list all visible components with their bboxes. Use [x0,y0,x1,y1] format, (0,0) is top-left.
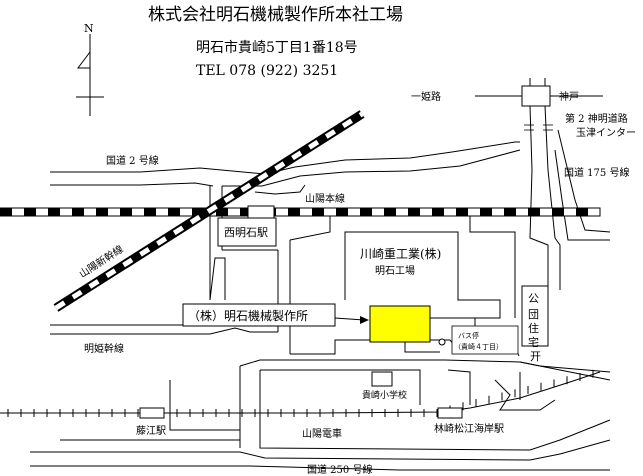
second-shinmei-label: 第 2 神明道路 [565,112,628,125]
bus-stop-name: （貴崎４丁目） [454,342,503,351]
public-housing-label-4: 宅 [528,335,539,349]
fujie-station-icon [139,407,165,419]
route175-label: 国道 175 号線 [564,166,629,179]
public-housing-label-2: 団 [528,308,539,321]
sanyo-dentetsu-railway [0,369,601,417]
rinzaki-station-label: 林崎松江海岸駅 [434,422,504,435]
sanyo-main-label: 山陽本線 [305,192,345,205]
kawasaki-name: 川崎重工業(株) [360,246,441,261]
shrine-icon: 开 [530,350,541,363]
kawasaki-plant: 明石工場 [375,264,415,277]
company-callout-label: （株）明石機械製作所 [188,308,308,323]
bus-stop-label: バス停 [458,331,479,340]
north-arrow-icon [76,34,104,116]
public-housing-label-3: 住 [528,321,539,335]
company-callout-box [182,303,336,327]
rinzaki-station-icon [437,407,463,419]
kobe-label: 神戸一 [559,90,589,103]
bus-stop-icon [438,338,446,346]
company-factory-marker [369,305,431,343]
nishiakashi-station-label: 西明石駅 [224,226,268,239]
public-housing-box [521,285,549,347]
tamatsu-ic-label: 玉津インター [576,127,636,139]
bus-stop-label-box [451,325,519,355]
map-title: 株式会社明石機械製作所本社工場 [148,5,403,25]
school-label: 貴崎小学校 [362,389,407,401]
route250-label: 国道 250 号線 [307,463,372,476]
fujie-station-label: 藤江駅 [136,425,166,437]
school-icon [371,371,393,387]
nishiakashi-station-icon [247,205,275,219]
public-housing-label-1: 公 [528,292,539,305]
callout-arrow-line [334,317,365,321]
sanyo-dentetsu-label: 山陽電車 [302,427,342,440]
sanyo-main-railway [0,207,601,217]
company-address: 明石市貴崎5丁目1番18号 [196,39,358,56]
shinkansen-railway [53,110,365,312]
company-tel: TEL 078 (922) 3251 [196,63,338,79]
callout-arrow-head-icon [360,316,369,324]
route2-label: 国道 2 号線 [106,154,159,167]
nishiakashi-station-label-box [217,217,277,247]
himeji-label: 一姫路 [411,90,441,103]
north-label: N [84,22,94,35]
mei-ki-kansen-label: 明姫幹線 [84,342,124,355]
